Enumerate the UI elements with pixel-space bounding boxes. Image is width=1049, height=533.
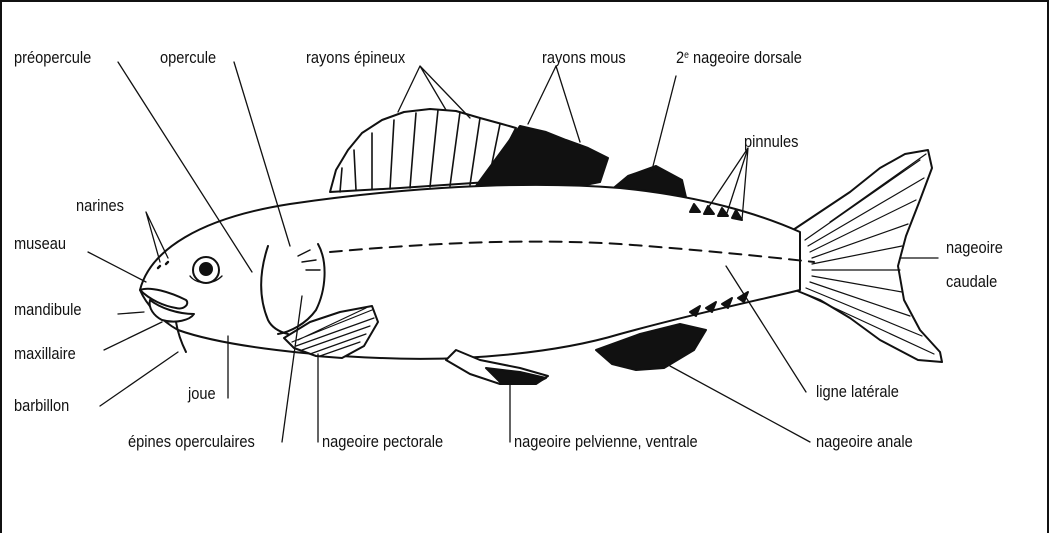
- label-barbillon: barbillon: [14, 396, 69, 416]
- label-narines: narines: [76, 196, 124, 216]
- label-mandibule: mandibule: [14, 300, 81, 320]
- label-nageoire-pelvienne: nageoire pelvienne, ventrale: [514, 432, 698, 452]
- caudal-fin: [790, 150, 942, 362]
- label-nageoire-pectorale: nageoire pectorale: [322, 432, 443, 452]
- label-maxillaire: maxillaire: [14, 344, 76, 364]
- label-preopercule: préopercule: [14, 48, 91, 68]
- label-nageoire-anale: nageoire anale: [816, 432, 913, 452]
- label-pinnules: pinnules: [744, 132, 798, 152]
- label-epines-operculaires: épines operculaires: [128, 432, 255, 452]
- label-2e-nageoire-dorsale: 2e nageoire dorsale: [676, 48, 802, 68]
- label-joue: joue: [188, 384, 216, 404]
- label-nageoire-caudale-line2: caudale: [946, 272, 997, 292]
- label-ligne-laterale: ligne latérale: [816, 382, 899, 402]
- label-rayons-epineux: rayons épineux: [306, 48, 405, 68]
- label-rayons-mous: rayons mous: [542, 48, 626, 68]
- label-nageoire-caudale-line1: nageoire: [946, 238, 1003, 258]
- label-museau: museau: [14, 234, 66, 254]
- label-opercule: opercule: [160, 48, 216, 68]
